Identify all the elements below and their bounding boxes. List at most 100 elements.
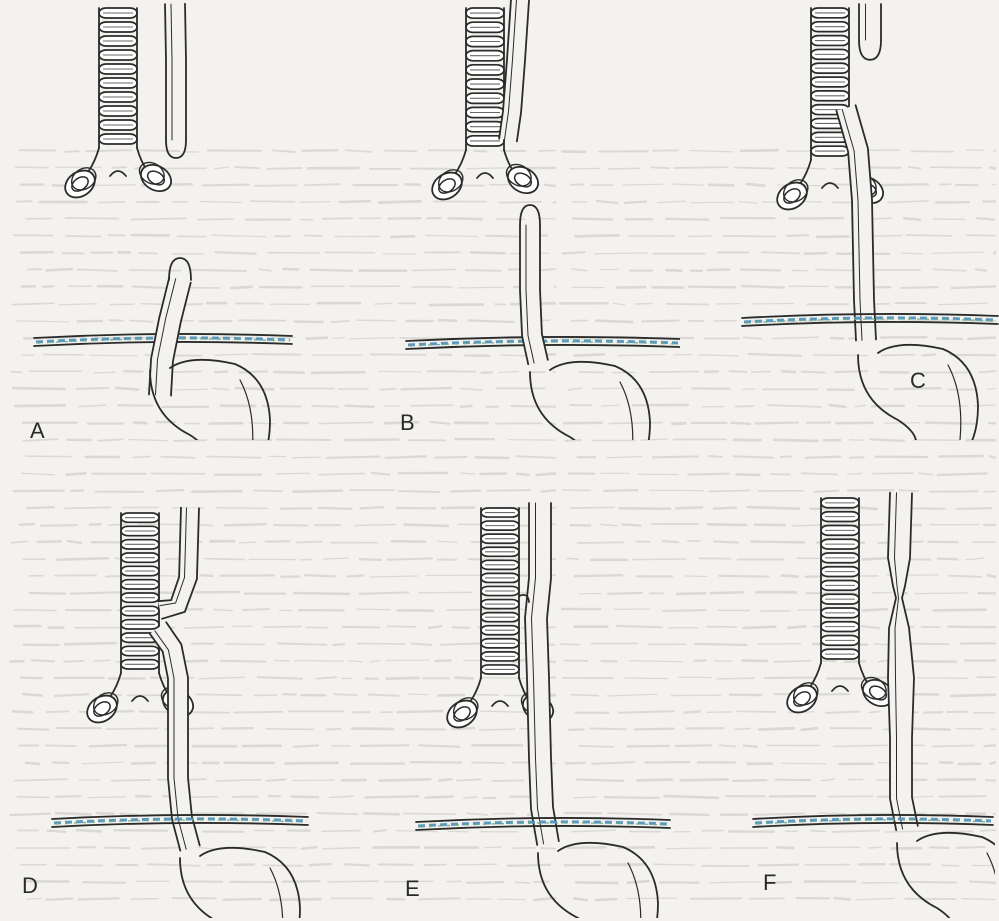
panel-d-carina [132,696,148,701]
show-through-word [323,848,360,849]
panel-d-stomach [180,848,300,918]
panel-b-stomach [530,362,650,440]
show-through-word [517,474,528,475]
show-through-word [372,473,389,475]
show-through-word [333,338,344,339]
show-through-word [476,457,509,458]
show-through-word [319,508,352,509]
panel-c-left-bronchus [772,175,814,215]
show-through-word [310,864,330,865]
panel-a-upper-esophageal-pouch-wall-b [185,4,186,140]
show-through-word [319,422,372,423]
panel-a-drawing [10,0,310,440]
panel-f-stomach-fold [987,853,995,918]
show-through-word [207,456,261,457]
show-through-word [734,456,774,457]
panel-a-stomach-fold [240,380,253,440]
show-through-word [461,473,475,474]
show-through-word [709,456,722,457]
show-through-word [333,644,344,645]
show-through-word [328,881,379,882]
show-through-word [293,457,321,458]
panel-f-label: F [763,870,776,896]
panel-c-drawing [700,0,999,440]
show-through-word [329,796,353,797]
panel-c: C [700,0,999,440]
panel-a-stomach-greater-curve [170,360,270,440]
panel-d-stomach-lesser-curve [180,858,238,918]
panel-e-stomach-greater-curve [558,843,658,918]
panel-f-left-bronchus [782,678,824,718]
show-through-word [133,456,150,457]
panel-a-upper-esophageal-pouch-fill [165,4,186,140]
show-through-word [346,406,374,407]
show-through-word [324,558,349,559]
panel-b-stomach-greater-curve [550,362,650,440]
panel-f-carina [832,686,848,691]
panel-d-upper-pouch-fistula [158,508,199,619]
panel-f-esophagus [888,493,918,831]
panel-d-stomach-greater-curve [200,848,300,918]
panel-a-left-bronchus [60,163,102,203]
panel-c-upper-pouch-end [859,40,881,60]
panel-d-lower-esophagus-fistula [150,622,200,850]
panel-a-carina [110,171,126,176]
panel-b-left-bronchus [427,165,469,205]
show-through-word [537,474,555,475]
panel-f-diaphragm-bottom [753,823,993,827]
show-through-word [322,831,360,832]
show-through-word [316,677,336,679]
show-through-word [348,575,363,576]
show-through-word [653,456,698,457]
show-through-word [989,456,995,457]
show-through-word [276,473,309,474]
show-through-word [312,372,365,373]
panel-a-pouch-end [166,140,186,158]
show-through-word [873,473,914,474]
show-through-word [516,456,555,458]
show-through-word [370,661,380,662]
show-through-word [22,473,55,475]
panel-a: A [10,0,310,440]
show-through-word [312,406,338,407]
show-through-word [66,473,85,475]
panel-e-drawing [380,478,680,918]
panel-a-right-bronchus [134,158,176,196]
panel-f-drawing [695,478,995,918]
show-through-word [311,270,352,271]
show-through-word [938,473,987,475]
panel-f-stomach-lesser-curve [897,843,955,918]
panel-e-stomach [538,843,658,918]
panel-a-upper-esophageal-pouch-wall-a [165,4,166,140]
show-through-word [802,473,838,474]
show-through-word [435,457,467,458]
show-through-word [327,457,380,458]
panel-d-stomach-fold [270,868,283,918]
panel-b-lower-tip [520,205,540,225]
panel-b-right-bronchus [501,160,543,198]
panel-f-stomach [897,833,995,918]
show-through-word [340,201,370,202]
show-through-word [331,321,348,322]
panel-e-esophagus [525,503,559,845]
show-through-word [737,474,760,475]
panel-b-stomach-lesser-curve [530,372,588,440]
panel-c-stomach-greater-curve [878,345,978,440]
panel-c-stomach-fold [948,365,961,440]
show-through-word [344,864,369,865]
panel-d-left-bronchus [82,688,124,728]
panel-f-esophagus-fill [888,493,918,831]
panel-c-stomach-lesser-curve [858,355,916,440]
panel-e: E [380,478,680,918]
panel-e-stomach-fold [628,863,641,918]
panel-c-label: C [910,368,926,394]
panel-d-label: D [22,873,38,899]
panel-e-stomach-lesser-curve [538,853,596,918]
panel-a-upper-esophageal-pouch [165,4,186,140]
panel-a-trachea [60,8,176,203]
panel-b-stomach-fold [620,382,633,440]
show-through-word [323,218,353,219]
panel-a-label: A [30,418,45,444]
show-through-word [771,474,790,475]
panel-c-upper-pouch [859,4,881,40]
